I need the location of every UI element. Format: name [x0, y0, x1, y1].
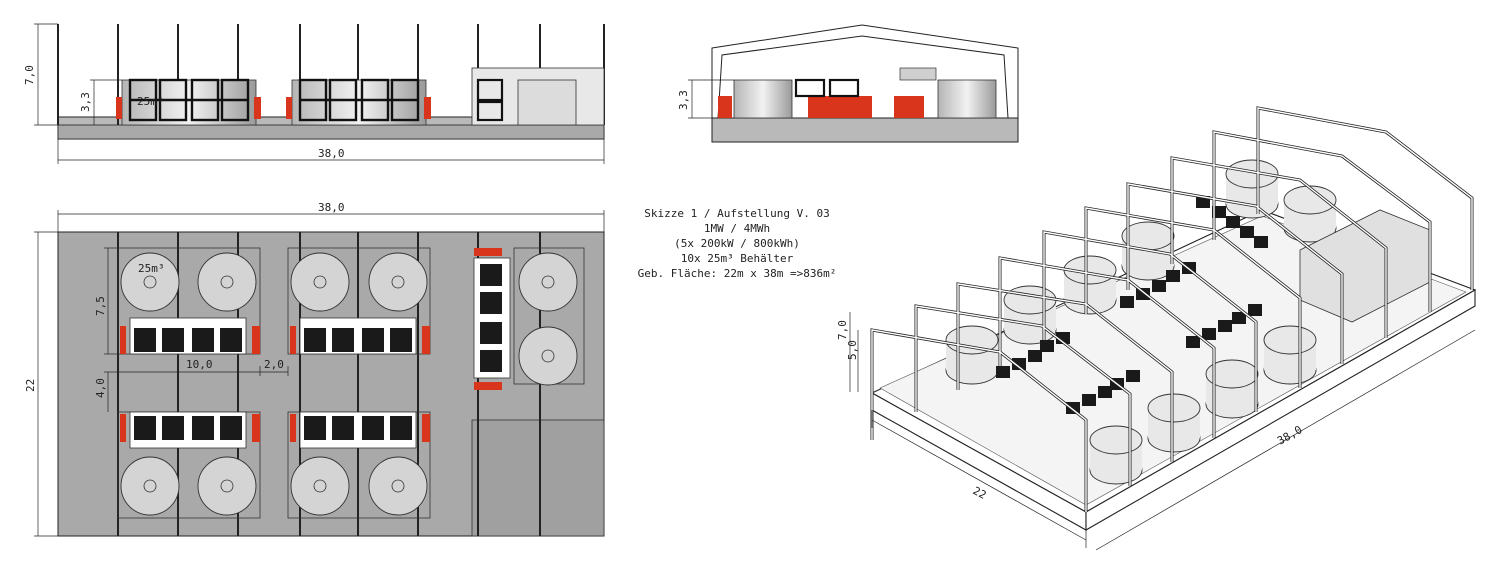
- elevation-length-label: 38,0: [318, 147, 345, 160]
- section-view: 3,3: [677, 24, 1019, 143]
- iso-wall-label: 5,0: [846, 340, 859, 360]
- elevation-tank-height-label: 3,3: [79, 92, 92, 112]
- plan-width-label: 22: [24, 379, 37, 392]
- notes-line3: 10x 25m³ Behälter: [680, 252, 794, 265]
- iso-height-label: 7,0: [836, 320, 849, 340]
- notes-line1: 1MW / 4MWh: [703, 222, 771, 235]
- isometric-view: 7,0 5,0 22 38,0: [836, 106, 1477, 551]
- plan-tank-volume-label: 25m³: [138, 262, 165, 275]
- plan-length-label: 38,0: [318, 201, 345, 214]
- plan-spacing-label: 7,5: [94, 296, 107, 316]
- drawing-notes: Skizze 1 / Aufstellung V. 03 1MW / 4MWh …: [622, 206, 852, 281]
- iso-width-label: 22: [971, 484, 989, 502]
- notes-line2: (5x 200kW / 800kWh): [674, 237, 800, 250]
- elevation-tank-volume-label: 25m³: [137, 95, 164, 108]
- elevation-view: 7,0 3,3 25m³ 38,0: [23, 23, 605, 164]
- section-tank-height-label: 3,3: [677, 90, 690, 110]
- elevation-height-label: 7,0: [23, 65, 36, 85]
- iso-inverters: [996, 196, 1268, 414]
- plan-gap-label: 2,0: [264, 358, 284, 371]
- notes-title: Skizze 1 / Aufstellung V. 03: [644, 207, 830, 220]
- plan-tanks: [120, 252, 578, 516]
- iso-length-label: 38,0: [1275, 423, 1304, 448]
- plan-aisle-label: 4,0: [94, 378, 107, 398]
- plan-view: 38,0 22 25m³ 7,5 10,0 2,0 4,0: [24, 201, 605, 537]
- notes-line4: Geb. Fläche: 22m x 38m =>836m²: [637, 267, 837, 280]
- plan-module-length-label: 10,0: [186, 358, 213, 371]
